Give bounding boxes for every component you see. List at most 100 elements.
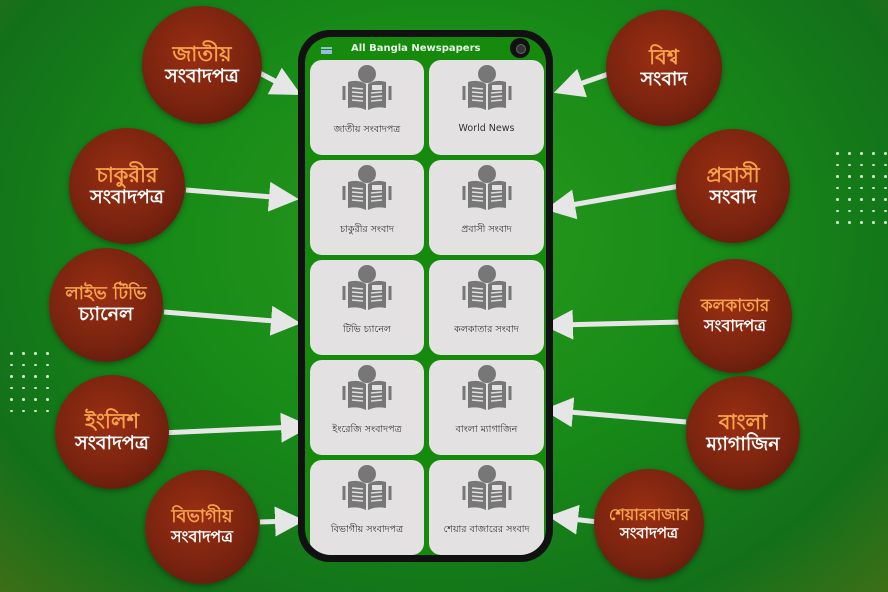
newspaper-reader-icon (342, 465, 392, 510)
dot (10, 352, 13, 355)
dot (884, 221, 887, 224)
dot (872, 175, 875, 178)
newspaper-reader-icon (462, 465, 511, 510)
category-tile[interactable]: ইংরেজি সংবাদপত্র (310, 360, 424, 455)
tile-label: শেয়ার বাজারের সংবাদ (443, 524, 530, 535)
dot (22, 352, 25, 355)
dot (10, 386, 13, 389)
category-tile[interactable]: বাংলা ম্যাগাজিন (429, 360, 544, 455)
category-grid: জাতীয় সংবাদপত্র World News চাকুরীর সংবাদ প… (310, 60, 546, 555)
newspaper-reader-icon (342, 65, 392, 110)
callout-subtitle: সংবাদ (709, 186, 757, 209)
phone-mockup: All Bangla Newspapers জাতীয় সংবাদপত্র Wo… (298, 30, 553, 562)
dot (860, 152, 863, 155)
callout-subtitle: সংবাদপত্র (619, 523, 679, 542)
callout-bangla-magazine: বাংলাম্যাগাজিন (686, 376, 800, 490)
callout-title: বাংলা (718, 410, 768, 434)
dot-pattern (10, 352, 49, 412)
callout-title: ইংলিশ (84, 409, 140, 433)
callout-expat-news: প্রবাসীসংবাদ (676, 129, 790, 243)
callout-subtitle: ম্যাগাজিন (706, 433, 780, 456)
callout-title: জাতীয় (172, 42, 232, 66)
hamburger-icon[interactable] (321, 47, 332, 54)
category-tile[interactable]: টিভি চ্যানেল (310, 260, 424, 355)
callout-subtitle: সংবাদপত্র (703, 315, 767, 335)
dot (872, 198, 875, 201)
dot (836, 209, 839, 212)
dot (860, 175, 863, 178)
dot (860, 186, 863, 189)
dot (848, 152, 851, 155)
arrow (163, 305, 301, 336)
dot (836, 152, 839, 155)
app-title: All Bangla Newspapers (351, 43, 481, 54)
dot (872, 221, 875, 224)
dot (34, 386, 37, 389)
dot (34, 352, 37, 355)
callout-subtitle: সংবাদপত্র (170, 527, 234, 547)
callout-title: প্রবাসী (706, 163, 760, 187)
tile-label: টিভি চ্যানেল (343, 324, 391, 335)
dot (10, 398, 13, 401)
tile-label: বাংলা ম্যাগাজিন (455, 424, 518, 435)
dot (860, 198, 863, 201)
arrow (543, 397, 687, 428)
newspaper-reader-icon (462, 165, 511, 210)
callout-subtitle: সংবাদ (640, 68, 688, 91)
dot (884, 186, 887, 189)
dot (46, 363, 49, 366)
tile-label: বিভাগীয় সংবাদপত্র (330, 524, 404, 535)
arrow (159, 412, 311, 443)
dot (860, 221, 863, 224)
dot (22, 409, 25, 412)
dot (22, 375, 25, 378)
dot (46, 352, 49, 355)
tile-label: জাতীয় সংবাদপত্র (333, 124, 401, 135)
dot (884, 175, 887, 178)
category-tile[interactable]: শেয়ার বাজারের সংবাদ (429, 460, 544, 555)
dot (848, 221, 851, 224)
category-tile[interactable]: কলকাতার সংবাদ (429, 260, 544, 355)
dot (836, 221, 839, 224)
category-tile[interactable]: চাকুরীর সংবাদ (310, 160, 424, 255)
callout-title: লাইভ টিভি (65, 282, 147, 304)
dot (22, 386, 25, 389)
dot (34, 363, 37, 366)
dot-pattern (836, 152, 887, 224)
dot (22, 363, 25, 366)
app-header: All Bangla Newspapers (305, 38, 546, 60)
category-tile[interactable]: জাতীয় সংবাদপত্র (310, 60, 424, 155)
dot (10, 375, 13, 378)
callout-divisional-newspapers: বিভাগীয়সংবাদপত্র (145, 470, 259, 584)
newspaper-reader-icon (462, 365, 511, 410)
dot (860, 209, 863, 212)
arrow (545, 183, 681, 220)
callout-title: চাকুরীর (96, 163, 158, 187)
arrow (259, 506, 305, 537)
tile-label: World News (458, 123, 515, 134)
category-tile[interactable]: প্রবাসী সংবাদ (429, 160, 544, 255)
dot (46, 386, 49, 389)
dot (46, 398, 49, 401)
dot (22, 398, 25, 401)
dot (872, 209, 875, 212)
dot (848, 175, 851, 178)
arrow (185, 181, 299, 212)
app-screen: All Bangla Newspapers জাতীয় সংবাদপত্র Wo… (305, 37, 546, 555)
dot (884, 163, 887, 166)
category-tile[interactable]: বিভাগীয় সংবাদপত্র (310, 460, 424, 555)
dot (872, 152, 875, 155)
arrow (543, 309, 683, 340)
category-tile[interactable]: World News (429, 60, 544, 155)
callout-national-newspapers: জাতীয়সংবাদপত্র (142, 6, 262, 124)
tile-label: চাকুরীর সংবাদ (339, 224, 395, 235)
callout-subtitle: চ্যানেল (78, 303, 134, 326)
tile-label: প্রবাসী সংবাদ (461, 224, 512, 235)
dot (46, 409, 49, 412)
dot (34, 409, 37, 412)
dot (848, 186, 851, 189)
dot (884, 152, 887, 155)
dot (10, 409, 13, 412)
